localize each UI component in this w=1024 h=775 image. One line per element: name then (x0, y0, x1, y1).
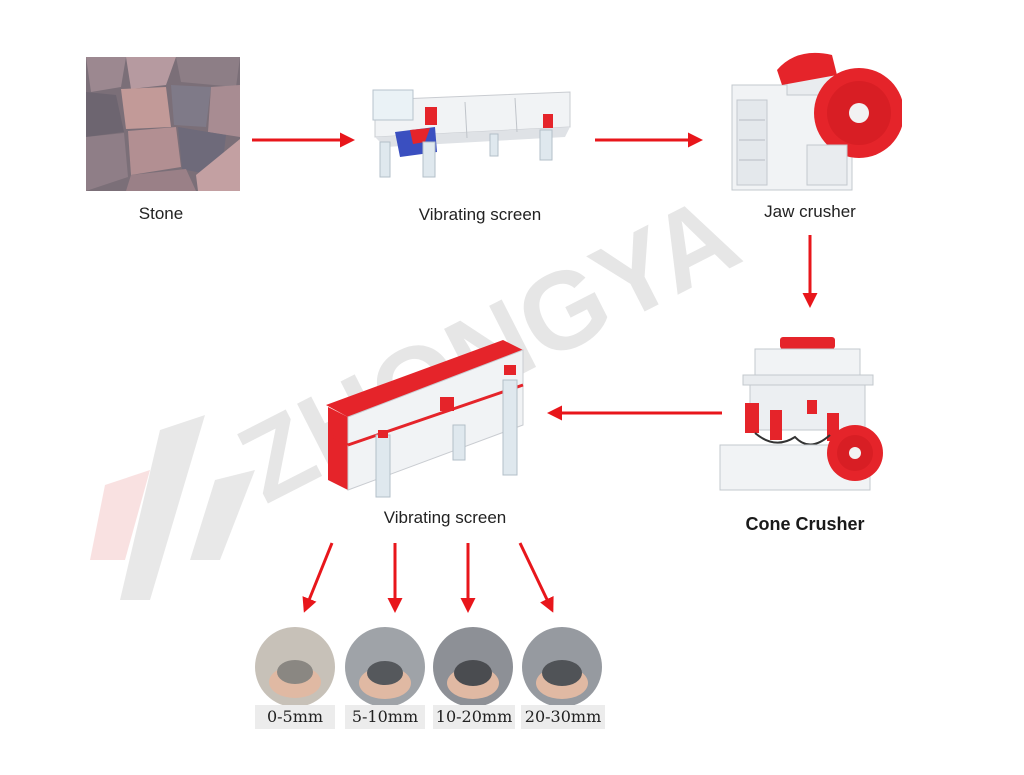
vibrating-screen-1-label: Vibrating screen (418, 205, 542, 224)
watermark-logo-red (90, 470, 150, 560)
size-label-10-20mm: 10-20mm (433, 705, 515, 729)
arrow-to-0-5mm (302, 542, 334, 613)
vibrating-screen-2-image (326, 340, 524, 498)
cone-crusher-image (719, 337, 883, 491)
output-20-30mm-image (522, 627, 602, 707)
output-5-10mm-image (345, 627, 425, 707)
jaw-crusher-image (731, 52, 902, 191)
stone-image (86, 57, 240, 191)
watermark-logo-gray (120, 415, 205, 600)
size-label-20-30mm: 20-30mm (521, 705, 605, 729)
stone-label: Stone (138, 204, 184, 223)
size-label-0-5mm: 0-5mm (255, 705, 335, 729)
jaw-crusher-label: Jaw crusher (764, 202, 856, 221)
watermark-logo-gray-2 (190, 470, 255, 560)
vibrating-screen-2-label: Vibrating screen (383, 508, 507, 527)
size-label-5-10mm: 5-10mm (345, 705, 425, 729)
output-10-20mm-image (433, 627, 513, 707)
output-0-5mm-image (255, 627, 335, 707)
vibrating-screen-1-image (372, 89, 571, 178)
arrow-to-20-30mm (518, 542, 554, 613)
cone-crusher-label: Cone Crusher (745, 514, 865, 534)
